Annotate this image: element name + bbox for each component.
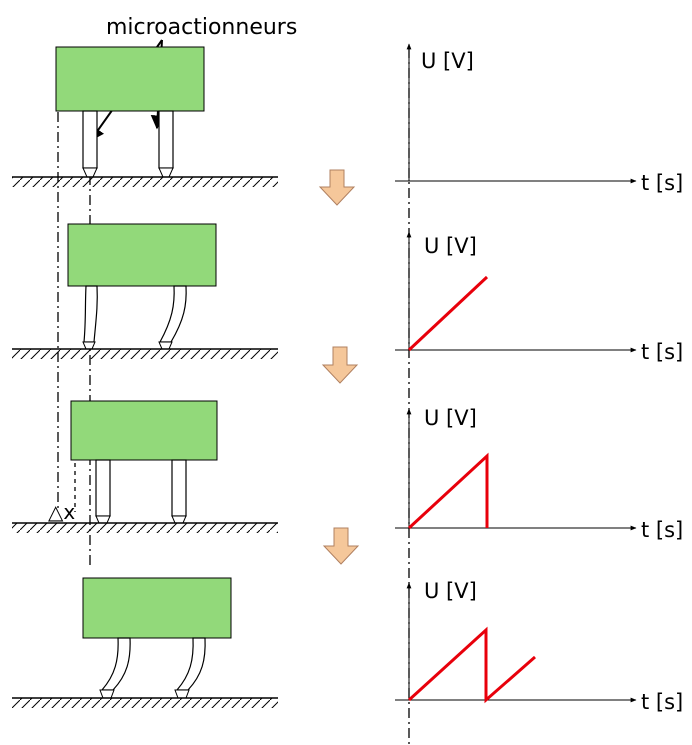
voltage-signal [407,626,536,704]
y-axis-label: U [V] [424,579,477,603]
robot-step-4 [12,577,278,708]
leg-tip [82,341,96,350]
voltage-graph-2: U [V] t [s] [395,231,683,364]
robot-body [55,46,205,112]
y-axis-label: U [V] [424,234,477,258]
leg-tip [82,167,98,178]
leg-tip [158,341,173,350]
y-axis-label: U [V] [421,49,474,73]
microactuator-leg [83,285,98,343]
ground-hatch [12,698,278,708]
x-axis-label: t [s] [641,518,683,542]
voltage-graph-4: U [V] t [s] [395,579,683,714]
robot-body [82,577,232,639]
ground-hatch [12,523,278,533]
microactuator-leg [175,637,206,691]
microactuators-label: microactionneurs [106,15,297,40]
step-arrow-icon [322,527,360,565]
microactuator-leg [82,110,98,169]
voltage-signal [407,275,489,352]
microactuator-leg [95,459,111,517]
robot-step-1 [12,46,278,187]
robot-step-3 [12,400,278,533]
voltage-graph-3: U [V] t [s] [395,406,683,542]
microactuator-leg [158,110,174,169]
y-axis-label: U [V] [424,406,477,430]
x-axis-label: t [s] [641,171,683,195]
leg-tip [99,689,115,699]
leg-tip [95,515,111,524]
step-arrow-icon [321,346,359,384]
leg-tip [158,167,174,178]
microactuator-leg [171,459,187,517]
leg-tip [171,515,187,524]
leg-tip [174,689,190,699]
robot-body [70,400,218,461]
voltage-graph-1: U [V] t [s] [395,43,683,195]
voltage-signal [407,452,489,530]
ground-hatch [12,177,278,187]
microactuator-leg [158,285,187,343]
microactuator-leg [100,637,131,691]
x-axis-label: t [s] [641,690,683,714]
ground-hatch [12,349,278,359]
displacement-label: △x [48,500,75,524]
robot-step-2 [12,223,278,359]
robot-body [67,223,217,287]
step-arrow-icon [318,169,356,206]
x-axis-label: t [s] [641,340,683,364]
